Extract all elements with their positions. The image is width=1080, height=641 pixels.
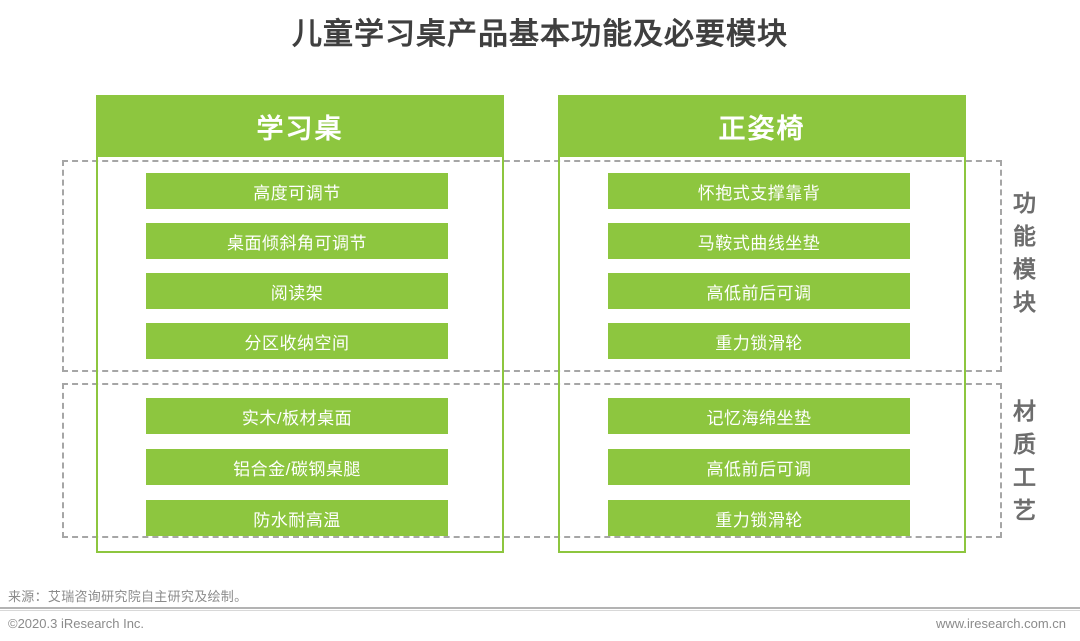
column-header-posture-chair: 正姿椅 [558,95,966,157]
group-frame-material-craft [62,383,1002,538]
feature-chip[interactable]: 分区收纳空间 [146,323,448,359]
group-label-char: 艺 [1013,497,1037,523]
group-label-function-module: 功 能 模 块 [1008,187,1042,319]
page-title: 儿童学习桌产品基本功能及必要模块 [292,18,788,51]
material-chip[interactable]: 高低前后可调 [608,449,910,485]
source-note: 来源：艾瑞咨询研究院自主研究及绘制。 [8,589,248,604]
diagram-area: 功 能 模 块 材 质 工 艺 学习桌 高度可调节 桌面倾斜角可调节 阅读架 分… [0,95,1080,565]
group-label-char: 块 [1013,289,1037,315]
column-header-study-desk: 学习桌 [96,95,504,157]
material-chip[interactable]: 记忆海绵坐垫 [608,398,910,434]
group-label-char: 功 [1013,190,1037,216]
column-body-study-desk: 高度可调节 桌面倾斜角可调节 阅读架 分区收纳空间 实木/板材桌面 铝合金/碳钢… [98,157,502,553]
group-label-char: 工 [1013,464,1037,490]
feature-chip[interactable]: 高度可调节 [146,173,448,209]
group-frame-function-module [62,160,1002,372]
column-body-posture-chair: 怀抱式支撑靠背 马鞍式曲线坐垫 高低前后可调 重力锁滑轮 记忆海绵坐垫 高低前后… [560,157,964,553]
feature-chip[interactable]: 桌面倾斜角可调节 [146,223,448,259]
feature-chip[interactable]: 阅读架 [146,273,448,309]
material-chip[interactable]: 重力锁滑轮 [608,500,910,536]
group-label-char: 模 [1013,256,1037,282]
feature-chip[interactable]: 怀抱式支撑靠背 [608,173,910,209]
feature-chip[interactable]: 马鞍式曲线坐垫 [608,223,910,259]
column-posture-chair: 正姿椅 怀抱式支撑靠背 马鞍式曲线坐垫 高低前后可调 重力锁滑轮 记忆海绵坐垫 … [558,95,966,553]
group-label-char: 材 [1013,398,1037,424]
copyright-text: ©2020.3 iResearch Inc. [8,616,145,631]
column-study-desk: 学习桌 高度可调节 桌面倾斜角可调节 阅读架 分区收纳空间 实木/板材桌面 铝合… [96,95,504,553]
footer-divider-secondary [0,610,1080,611]
footer-divider [0,607,1080,609]
material-chip[interactable]: 铝合金/碳钢桌腿 [146,449,448,485]
material-chip[interactable]: 实木/板材桌面 [146,398,448,434]
group-label-char: 能 [1013,223,1037,249]
group-label-char: 质 [1013,431,1037,457]
feature-chip[interactable]: 重力锁滑轮 [608,323,910,359]
website-link[interactable]: www.iresearch.com.cn [935,616,1066,631]
material-chip[interactable]: 防水耐高温 [146,500,448,536]
feature-chip[interactable]: 高低前后可调 [608,273,910,309]
group-label-material-craft: 材 质 工 艺 [1008,395,1042,527]
